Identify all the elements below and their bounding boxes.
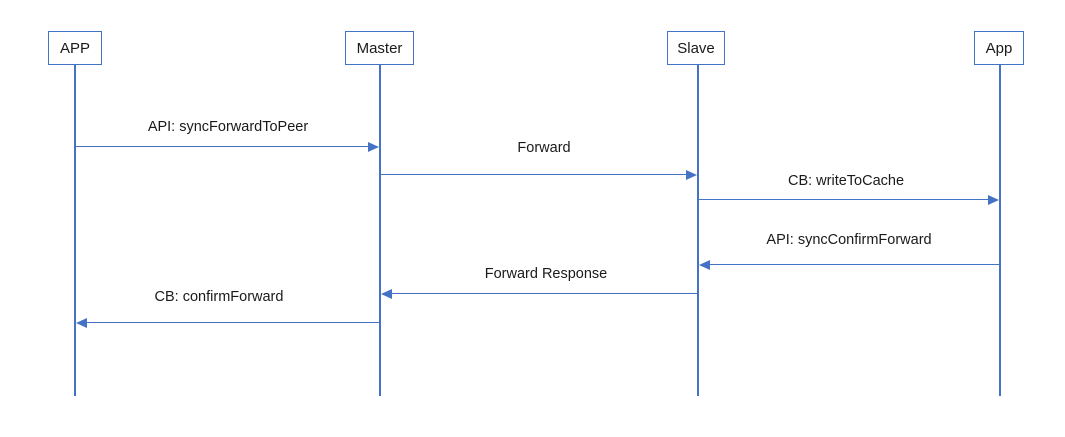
message-line-4 <box>710 264 999 266</box>
message-line-5 <box>392 293 697 295</box>
participant-box-master[interactable]: Master <box>345 31 414 65</box>
participant-label-slave: Slave <box>677 39 715 57</box>
participant-box-slave[interactable]: Slave <box>667 31 725 65</box>
message-arrowhead-2 <box>686 169 697 180</box>
message-label-6: CB: confirmForward <box>154 289 284 305</box>
message-label-4: API: syncConfirmForward <box>766 232 932 248</box>
message-label-1: API: syncForwardToPeer <box>147 119 309 135</box>
participant-label-app-right: App <box>985 39 1013 57</box>
message-arrowhead-1 <box>368 141 379 152</box>
lifeline-app-right <box>999 65 1001 396</box>
participant-box-app-right[interactable]: App <box>974 31 1024 65</box>
message-arrowhead-3 <box>988 194 999 205</box>
message-label-2: Forward <box>517 140 571 156</box>
message-line-6 <box>87 322 379 324</box>
lifeline-master <box>379 65 381 396</box>
message-line-2 <box>381 174 686 176</box>
participant-box-app-left[interactable]: APP <box>48 31 102 65</box>
message-label-3: CB: writeToCache <box>787 173 905 189</box>
message-arrowhead-6 <box>76 317 87 328</box>
lifeline-slave <box>697 65 699 396</box>
message-label-5: Forward Response <box>484 266 608 282</box>
message-line-3 <box>699 199 988 201</box>
participant-label-app-left: APP <box>59 39 90 57</box>
message-line-1 <box>76 146 368 148</box>
lifeline-app-left <box>74 65 76 396</box>
participant-label-master: Master <box>356 39 403 57</box>
message-arrowhead-4 <box>699 259 710 270</box>
message-arrowhead-5 <box>381 288 392 299</box>
